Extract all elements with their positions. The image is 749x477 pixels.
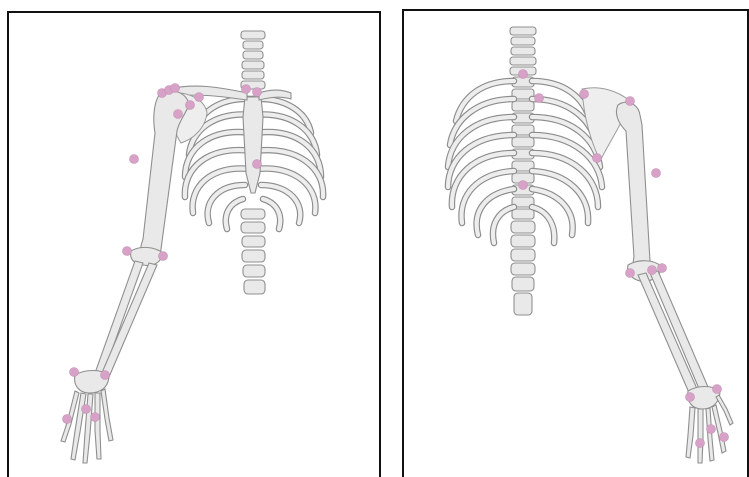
radius (638, 273, 698, 395)
anterior-view-panel (7, 11, 381, 477)
lumbar-spine (241, 209, 265, 294)
cervical-spine (241, 31, 265, 89)
cervical-spine (510, 27, 536, 75)
radius (95, 261, 143, 375)
ulna (650, 271, 708, 391)
posterior-skeleton-illustration (404, 11, 747, 477)
spinal-column (511, 77, 535, 315)
hand (61, 389, 113, 463)
posterior-view-panel (402, 9, 749, 477)
anterior-skeleton-illustration (9, 13, 379, 477)
sternum (243, 97, 263, 193)
humerus (616, 102, 651, 275)
